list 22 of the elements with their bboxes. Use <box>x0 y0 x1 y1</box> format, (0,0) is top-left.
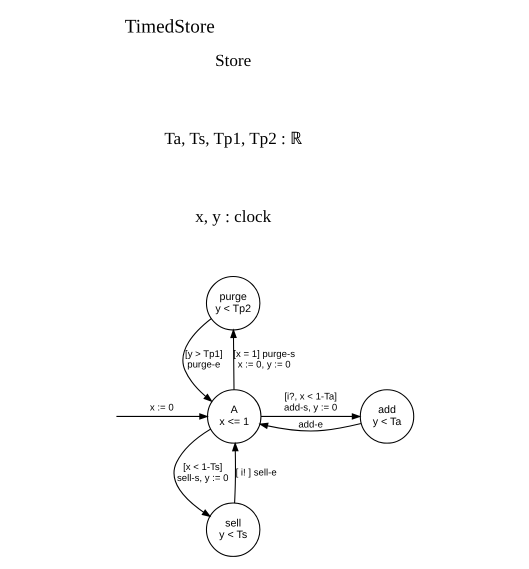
edge-label: [y > Tp1] purge-e <box>185 348 223 371</box>
label: Store <box>215 50 252 70</box>
edge-label: x := 0 <box>150 402 174 414</box>
label: Ta, Ts, Tp1, Tp2 : ℝ <box>164 128 302 148</box>
arrow <box>261 413 362 420</box>
node-circle: A x <= 1 <box>207 389 262 444</box>
node-circle: purge y < Tp2 <box>206 276 260 330</box>
arrow <box>116 413 209 420</box>
edge-label: [x = 1] purge-s x := 0, y := 0 <box>233 348 296 371</box>
arrow <box>174 428 212 518</box>
arrow <box>232 442 239 504</box>
node-circle: sell y < Ts <box>206 502 260 557</box>
edge-label: add-e <box>298 419 323 430</box>
edge-label: [i?, x < 1-Ta] add-s, y := 0 <box>284 392 338 414</box>
node-circle: add y < Ta <box>360 389 414 444</box>
arrow <box>258 422 362 432</box>
edge-label: [x < 1-Ts] sell-s, y := 0 <box>176 462 228 484</box>
arrow <box>182 318 213 402</box>
edge-label: [ i! ] sell-e <box>236 467 277 478</box>
diagram-title: TimedStore <box>124 16 215 38</box>
label: x, y : clock <box>195 206 272 226</box>
arrow <box>230 328 237 390</box>
